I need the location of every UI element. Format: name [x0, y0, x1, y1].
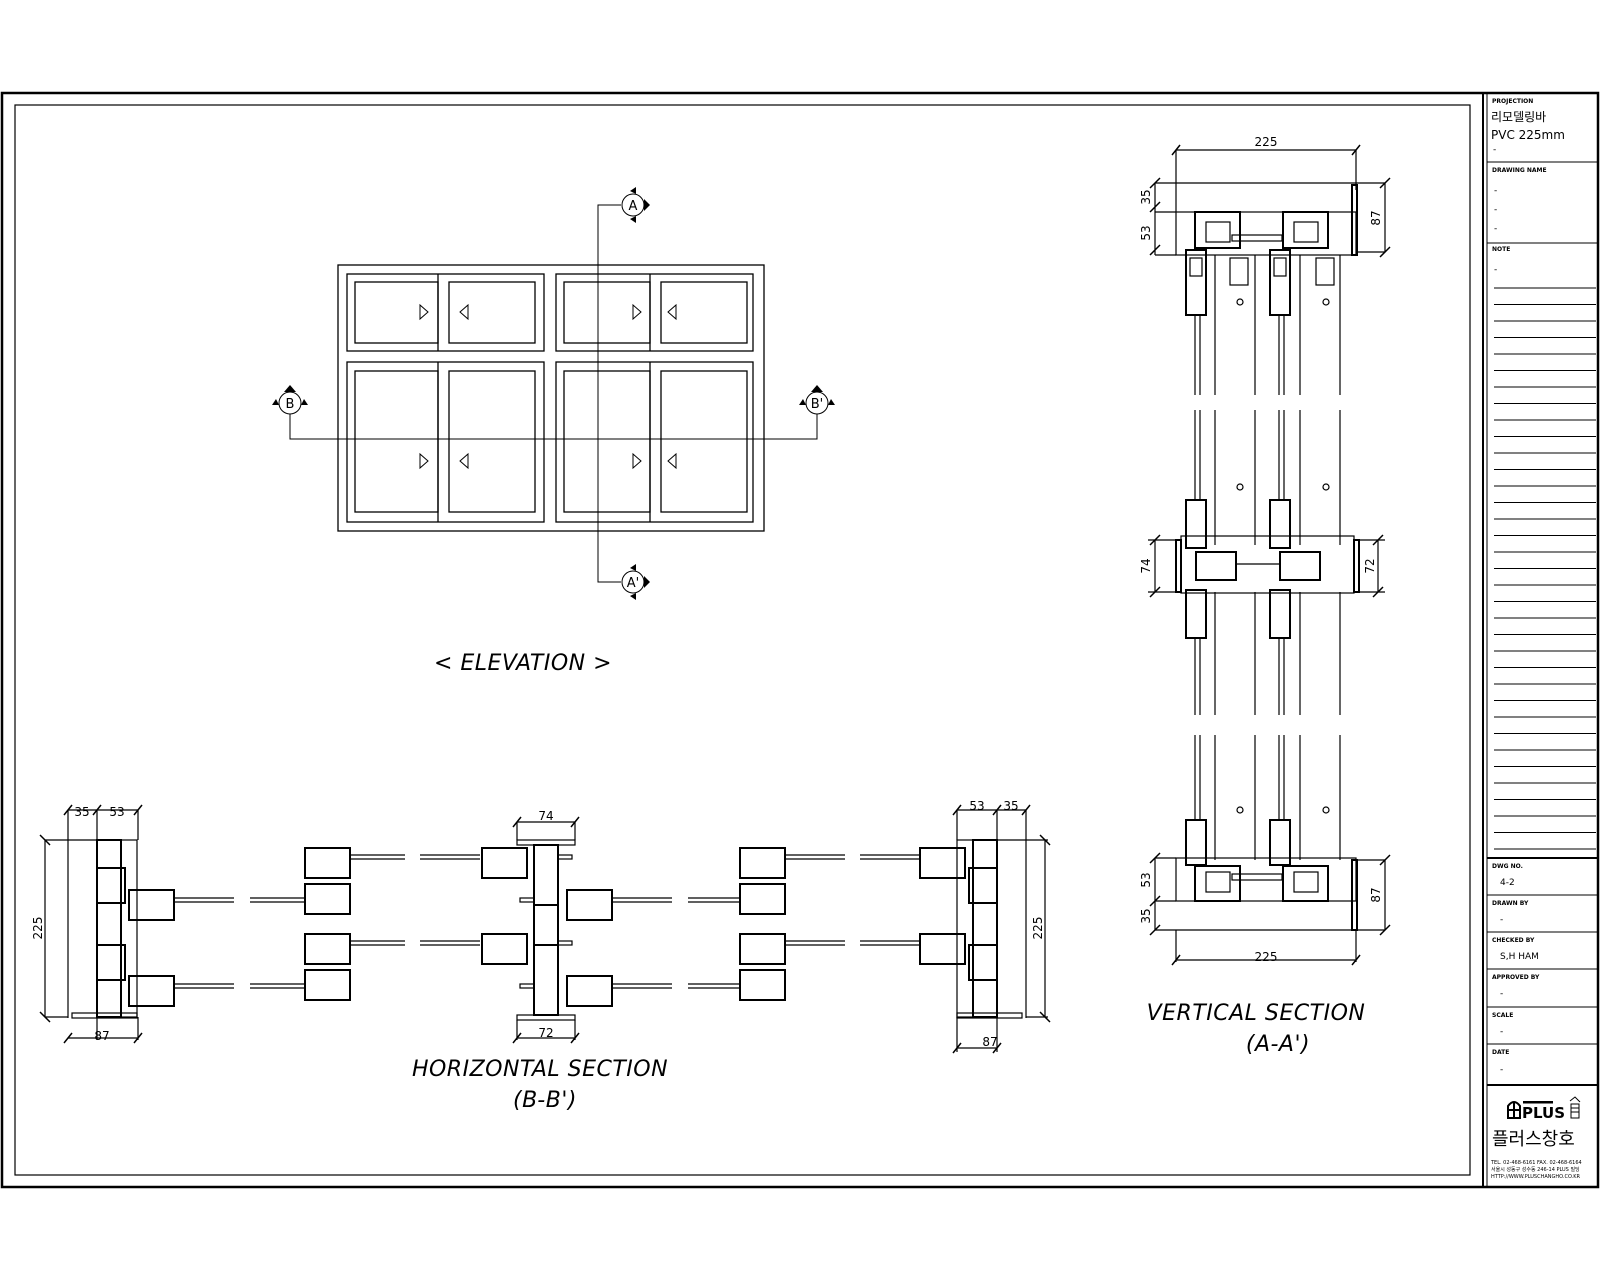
- dim-h-left-87: 87: [94, 1029, 109, 1043]
- projection-line-2: PVC 225mm: [1491, 128, 1565, 142]
- horizontal-section-subtitle: (B-B'): [513, 1088, 577, 1113]
- dim-h-right-35: 35: [1003, 799, 1018, 813]
- dim-h-left-225: 225: [31, 917, 45, 940]
- left-jamb-frame: [96, 839, 122, 1018]
- sliding-direction-arrows: [419, 303, 677, 470]
- drawing-name-line-3: -: [1494, 224, 1497, 234]
- window-unit-top-right: [555, 273, 754, 352]
- checked-by-value: S,H HAM: [1500, 952, 1539, 962]
- paint-brush-icon: [1569, 1096, 1581, 1119]
- dim-h-right-53: 53: [969, 799, 984, 813]
- dim-v-bottom-87: 87: [1369, 887, 1383, 902]
- dim-v-mid-72: 72: [1363, 558, 1377, 573]
- dim-v-top-225: 225: [1255, 135, 1278, 149]
- window-logo-icon: [1507, 1101, 1521, 1119]
- logo-bar: [1523, 1101, 1553, 1104]
- section-marker-b-prime-label: B': [811, 397, 824, 412]
- drawn-by-value: -: [1500, 915, 1503, 925]
- contact-website: HTTP://WWW.PLUSCHANGHO.CO.KR: [1491, 1174, 1581, 1180]
- section-marker-a-top: A: [621, 187, 650, 223]
- dim-v-mid-74: 74: [1139, 558, 1153, 573]
- date-label: DATE: [1492, 1049, 1509, 1056]
- title-block: PROJECTION 리모델링바 PVC 225mm - DRAWING NAM…: [1487, 98, 1598, 1180]
- section-line-a: [597, 204, 621, 583]
- scale-label: SCALE: [1492, 1012, 1513, 1019]
- window-unit-bottom-left: [346, 361, 545, 523]
- dwg-no-label: DWG NO.: [1492, 863, 1523, 870]
- section-marker-b-left: B: [272, 385, 308, 415]
- right-jamb-frame: [972, 839, 998, 1018]
- section-marker-a-label: A: [629, 199, 638, 214]
- horizontal-section-view: [39, 804, 1051, 1054]
- section-marker-a-prime-label: A': [627, 576, 639, 591]
- vertical-section-title: VERTICAL SECTION: [1147, 1001, 1366, 1026]
- vertical-section-subtitle: (A-A'): [1246, 1032, 1310, 1057]
- dim-h-right-87: 87: [982, 1035, 997, 1049]
- dim-v-bottom-225: 225: [1255, 950, 1278, 964]
- note-label: NOTE: [1492, 246, 1510, 253]
- dim-h-left-53: 53: [109, 805, 124, 819]
- dim-h-mid-72: 72: [538, 1026, 553, 1040]
- drawn-by-label: DRAWN BY: [1492, 900, 1529, 907]
- dwg-no-value: 4-2: [1500, 878, 1515, 888]
- dim-v-bottom-53: 53: [1139, 872, 1153, 887]
- company-name: 플러스창호: [1492, 1129, 1575, 1150]
- drawing-name-label: DRAWING NAME: [1492, 167, 1547, 174]
- window-unit-bottom-right: [555, 361, 754, 523]
- sheet-border: [0, 91, 1600, 1189]
- dim-h-left-35: 35: [74, 805, 89, 819]
- horizontal-section-title: HORIZONTAL SECTION: [412, 1057, 668, 1082]
- dim-v-top-53: 53: [1139, 225, 1153, 240]
- dim-h-mid-74: 74: [538, 809, 553, 823]
- checked-by-label: CHECKED BY: [1492, 937, 1535, 944]
- dim-v-top-35: 35: [1139, 189, 1153, 204]
- vertical-section-dimensions: 225 35 53 87 74 72 53 35 87 225: [1139, 135, 1383, 964]
- drawing-name-line-1: -: [1494, 186, 1497, 196]
- logo-plus-text: PLUS: [1522, 1104, 1565, 1122]
- projection-label: PROJECTION: [1492, 98, 1533, 105]
- approved-by-label: APPROVED BY: [1492, 974, 1540, 981]
- dim-v-top-87: 87: [1369, 210, 1383, 225]
- section-marker-b-label: B: [286, 397, 295, 412]
- window-unit-top-left: [346, 273, 545, 352]
- dim-v-bottom-35: 35: [1139, 908, 1153, 923]
- company-logo: PLUS: [1507, 1096, 1581, 1122]
- contact-address: 서울시 성동구 성수동 246-14 PLUS 빌딩: [1491, 1166, 1580, 1173]
- horizontal-section-dimensions: 35 53 225 87 74 72 53 35 225 87: [31, 799, 1045, 1049]
- vertical-section-view: [1148, 144, 1391, 966]
- note-lines: [1494, 287, 1596, 850]
- approved-by-value: -: [1500, 989, 1503, 999]
- section-marker-b-right: B': [799, 385, 835, 415]
- elevation-title: < ELEVATION >: [434, 651, 612, 676]
- scale-value: -: [1500, 1027, 1503, 1037]
- elevation-view: [289, 204, 818, 583]
- projection-line-1: 리모델링바: [1491, 110, 1546, 124]
- note-value: -: [1494, 265, 1497, 275]
- section-marker-a-bottom: A': [621, 564, 650, 600]
- date-value: -: [1500, 1065, 1503, 1075]
- elevation-outer-frame: [337, 264, 765, 532]
- drawing-name-line-2: -: [1494, 205, 1497, 215]
- section-line-b: [289, 405, 818, 440]
- projection-line-3: -: [1493, 145, 1496, 155]
- center-mullion: [533, 844, 559, 1016]
- contact-phone: TEL. 02-468-6161 FAX. 02-468-6164: [1490, 1160, 1582, 1166]
- dim-h-right-225: 225: [1031, 917, 1045, 940]
